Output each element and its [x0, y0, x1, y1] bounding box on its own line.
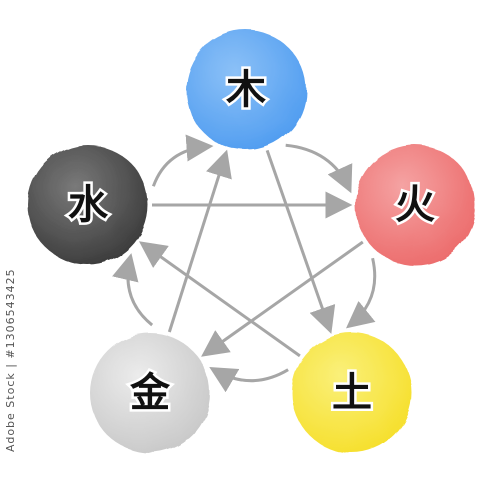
overcoming-arrow-wood-to-earth [265, 149, 336, 334]
generating-arrow-fire-to-earth [345, 257, 377, 329]
generating-cycle-arrows [112, 134, 377, 393]
fire-label: 火 [395, 182, 435, 228]
generating-arrow-metal-to-water [112, 253, 154, 327]
generating-arrow-water-to-wood [151, 134, 214, 187]
fire-circle [355, 145, 475, 265]
earth-label: 土 [332, 370, 372, 416]
element-node-water: 水 [28, 145, 148, 265]
overcoming-arrow-fire-to-metal [201, 240, 364, 357]
element-node-wood: 木 [186, 30, 306, 150]
element-node-metal: 金 [90, 333, 210, 453]
overcoming-cycle-arrows [138, 149, 364, 358]
water-label: 水 [68, 182, 109, 228]
generating-arrow-wood-to-fire [285, 143, 353, 194]
metal-circle [90, 333, 210, 453]
wood-circle [186, 30, 306, 150]
overcoming-arrow-metal-to-wood [167, 149, 232, 333]
element-node-fire: 火 [355, 145, 475, 265]
generating-arrow-earth-to-metal [209, 366, 289, 393]
metal-label: 金 [129, 370, 171, 416]
element-nodes: 木火土 金 水 [28, 30, 475, 453]
water-circle [28, 145, 148, 265]
wood-label: 木 [226, 67, 266, 113]
stock-id-text: Adobe Stock | #1306543425 [4, 268, 17, 452]
element-node-earth: 土 [292, 333, 412, 453]
earth-circle [292, 333, 412, 453]
overcoming-arrow-earth-to-water [138, 241, 301, 358]
